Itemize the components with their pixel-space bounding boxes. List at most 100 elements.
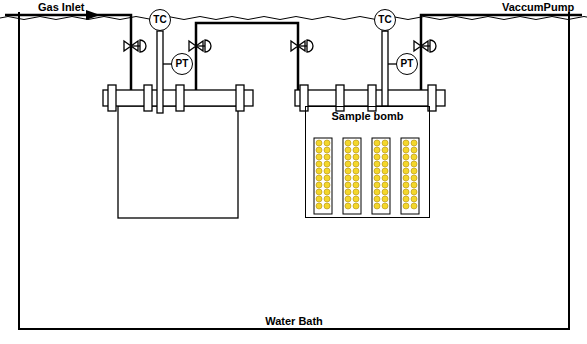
sample-pellet (324, 168, 330, 174)
water-bath: Water Bath Sample bomb (18, 12, 570, 330)
bolt (176, 85, 184, 111)
node-text: TC (378, 14, 391, 26)
sample-pellet (382, 168, 388, 174)
node-text: TC (153, 14, 166, 26)
sample-pellet (403, 154, 409, 160)
pressure-gauge: PT (171, 53, 193, 75)
bolt (236, 85, 244, 111)
node-text: Water Bath (265, 315, 323, 327)
sample-pellet (324, 175, 330, 181)
sample-pellet (411, 154, 417, 160)
sample-pellet (403, 168, 409, 174)
sample-pellet (411, 168, 417, 174)
sample-pellet (345, 161, 351, 167)
thermocouple-gauge: TC (374, 9, 396, 31)
sample-pellet (374, 147, 380, 153)
sample-pellet (353, 168, 359, 174)
valve (189, 40, 211, 52)
sample-pellet (353, 147, 359, 153)
vacuum-pipe (421, 15, 582, 90)
sample-pellet (353, 196, 359, 202)
sample-pellet (316, 168, 322, 174)
sample-pellet (345, 182, 351, 188)
sample-pellet (316, 154, 322, 160)
sample-pellet (403, 140, 409, 146)
sample-pellet (382, 154, 388, 160)
reference-cell (118, 106, 238, 218)
sample-pellet (411, 203, 417, 209)
sample-pellet (316, 196, 322, 202)
sample-pellet (345, 168, 351, 174)
sample-pellet (324, 147, 330, 153)
bolt (336, 85, 344, 111)
sample-pellet (324, 196, 330, 202)
sample-pellet (374, 140, 380, 146)
sample-pellet (403, 147, 409, 153)
sample-pellet (374, 182, 380, 188)
sample-tubes (314, 138, 419, 214)
gas-piping (5, 15, 582, 90)
sample-tube (372, 138, 390, 214)
sample-pellet (382, 196, 388, 202)
flanges (103, 31, 445, 218)
sample-pellet (382, 203, 388, 209)
sample-pellet (324, 203, 330, 209)
sample-pellet (316, 161, 322, 167)
gas-inlet-pipe (5, 15, 131, 90)
sample-pellet (353, 175, 359, 181)
node-text: PT (176, 58, 189, 70)
sample-pellet (345, 189, 351, 195)
valve (291, 40, 313, 52)
thermocouple-gauge: TC (149, 9, 171, 31)
sample-pellet (382, 182, 388, 188)
sample-pellet (316, 140, 322, 146)
sample-pellet (403, 161, 409, 167)
sample-pellet (403, 203, 409, 209)
inlet-label: Gas Inlet (38, 1, 84, 13)
sample-pellet (345, 154, 351, 160)
sample-tube (314, 138, 332, 214)
pressure-gauge: PT (396, 53, 418, 75)
sample-pellet (316, 189, 322, 195)
bolt (108, 85, 116, 111)
node-text: PT (401, 58, 414, 70)
thermocouple-stem (382, 31, 388, 106)
bolt (300, 85, 308, 111)
sample-pellet (382, 147, 388, 153)
sample-pellet (411, 175, 417, 181)
sample-pellet (353, 203, 359, 209)
sample-pellet (411, 189, 417, 195)
thermocouple-stem (157, 31, 163, 113)
sample-pellet (324, 182, 330, 188)
sample-pellet (411, 140, 417, 146)
sample-pellet (345, 196, 351, 202)
sample-pellet (324, 140, 330, 146)
bolt (144, 85, 152, 111)
sample-pellet (353, 154, 359, 160)
sample-pellet (353, 140, 359, 146)
sample-pellet (374, 154, 380, 160)
node-text: Sample bomb (331, 110, 403, 122)
sample-pellet (382, 175, 388, 181)
valves (124, 40, 436, 52)
sample-pellet (382, 189, 388, 195)
sample-pellet (353, 182, 359, 188)
sample-pellet (374, 196, 380, 202)
sample-pellet (324, 189, 330, 195)
sample-pellet (353, 189, 359, 195)
sample-pellet (382, 140, 388, 146)
sample-pellet (403, 189, 409, 195)
sample-pellet (374, 175, 380, 181)
sample-pellet (316, 182, 322, 188)
sample-pellet (403, 182, 409, 188)
transfer-pipe (196, 23, 298, 90)
sample-pellet (403, 175, 409, 181)
sample-pellet (316, 175, 322, 181)
bolt (368, 85, 376, 111)
sample-pellet (353, 161, 359, 167)
sample-pellet (345, 203, 351, 209)
sample-pellet (374, 168, 380, 174)
